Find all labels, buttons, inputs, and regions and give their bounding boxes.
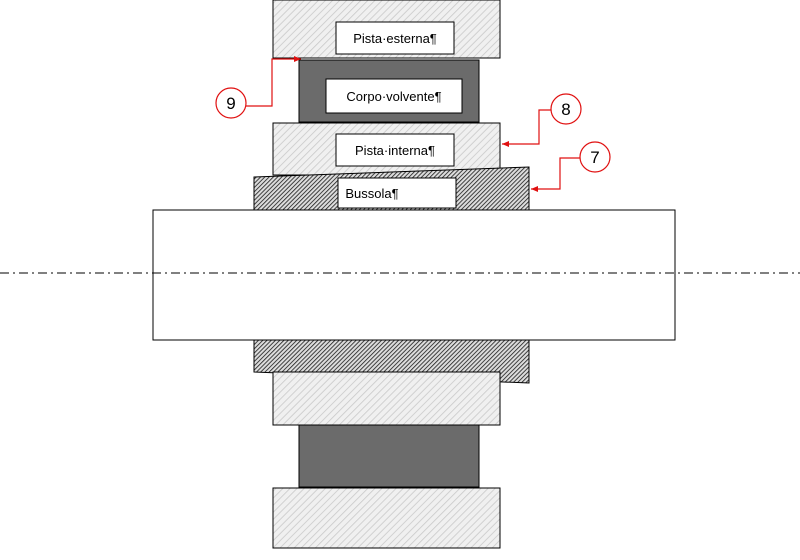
label-outer-race-text: Pista·esterna¶ (353, 31, 437, 46)
label-inner-race: Pista·interna¶ (335, 133, 455, 167)
callout-7: 7 (531, 141, 611, 192)
callout-8-leader (502, 109, 551, 147)
outer-race-bottom (272, 487, 501, 549)
rolling-element-bottom (298, 424, 480, 488)
callout-8-number: 8 (561, 100, 570, 119)
callout-8-circle (550, 93, 582, 125)
callout-7-circle (579, 141, 611, 173)
label-rolling-element-text: Corpo·volvente¶ (346, 89, 441, 104)
callout-9: 9 (215, 56, 301, 119)
callout-9-circle (215, 87, 247, 119)
label-sleeve: Bussola¶ (337, 177, 457, 209)
callout-9-number: 9 (226, 94, 235, 113)
inner-race-bottom (272, 371, 501, 426)
callout-9-leader (246, 56, 301, 107)
shaft (152, 209, 676, 341)
callout-8: 8 (502, 93, 582, 147)
label-outer-race: Pista·esterna¶ (335, 21, 455, 55)
label-inner-race-text: Pista·interna¶ (355, 143, 435, 158)
label-rolling-element: Corpo·volvente¶ (325, 78, 463, 114)
callout-7-number: 7 (590, 148, 599, 167)
label-sleeve-text: Bussola¶ (345, 186, 398, 201)
callout-7-leader (531, 157, 580, 192)
